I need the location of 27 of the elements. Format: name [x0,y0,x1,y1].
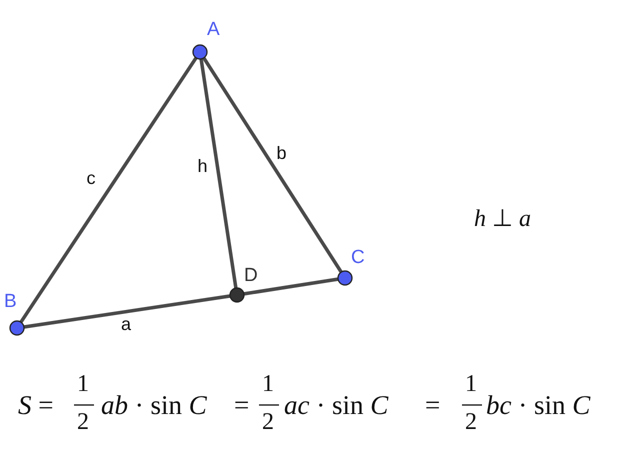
point-marker [229,287,245,303]
formula-term: bc · sin C [486,392,590,419]
formula-term: ac · sin C [284,392,388,419]
formula-term: S = [18,392,54,419]
line-segment [202,56,343,274]
fraction-denominator: 2 [77,410,89,434]
point-marker [192,44,208,60]
point-label: B [4,292,17,311]
fraction-denominator: 2 [465,410,477,434]
line-segment [199,58,238,288]
point-marker [337,270,353,286]
formula-term: ab · sin C [101,392,207,419]
fraction-numerator: 1 [262,372,274,396]
perpendicular-note: h ⊥ a [474,207,531,231]
point-marker [9,320,25,336]
line-segment [244,277,338,296]
formula-term: = [425,392,440,419]
fraction-numerator: 1 [465,372,477,396]
line-segment [24,294,230,329]
edge-label: b [274,144,289,162]
fraction-numerator: 1 [77,372,89,396]
formula-term: = [234,392,250,419]
fraction-denominator: 2 [262,410,274,434]
point-label: A [207,20,220,39]
line-segment [19,56,198,324]
point-label: C [351,248,365,267]
point-label: D [244,266,258,285]
